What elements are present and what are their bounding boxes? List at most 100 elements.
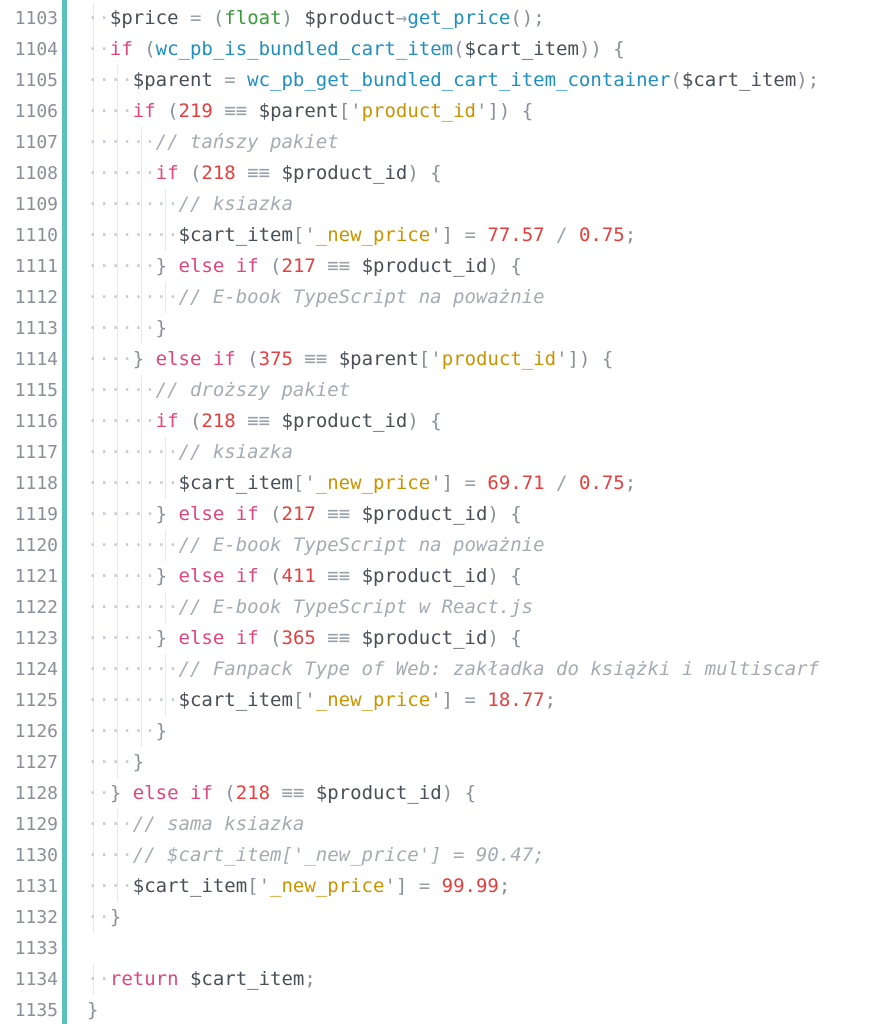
- whitespace-marker: ······: [87, 503, 156, 525]
- code-line[interactable]: 1122········// E-book TypeScript w React…: [0, 592, 889, 623]
- token-fn: wc_pb_is_bundled_cart_item: [155, 38, 454, 60]
- indent-guide: [93, 158, 94, 189]
- indent-guide: [93, 65, 94, 96]
- line-number: 1135: [14, 1000, 58, 1021]
- token-num: 217: [281, 503, 316, 525]
- token-op: ≡≡: [315, 255, 362, 277]
- code-line[interactable]: 1127····}: [0, 747, 889, 778]
- code-text: ········// E-book TypeScript na poważnie: [87, 530, 545, 561]
- code-line[interactable]: 1117········// ksiazka: [0, 437, 889, 468]
- code-line[interactable]: 1107······// tańszy pakiet: [0, 127, 889, 158]
- indent-guide: [141, 220, 142, 251]
- code-line[interactable]: 1112········// E-book TypeScript na powa…: [0, 282, 889, 313]
- code-line[interactable]: 1110········$cart_item['_new_price'] = 7…: [0, 220, 889, 251]
- code-line[interactable]: 1134··return $cart_item;: [0, 964, 889, 995]
- code-text: ····if (219 ≡≡ $parent['product_id']) {: [87, 96, 533, 127]
- code-line[interactable]: 1132··}: [0, 902, 889, 933]
- token-cmt: // E-book TypeScript na poważnie: [178, 286, 545, 308]
- token-pun: );: [796, 69, 820, 91]
- token-str: product_id: [441, 348, 557, 370]
- code-text: ········$cart_item['_new_price'] = 18.77…: [87, 685, 556, 716]
- code-line[interactable]: 1113······}: [0, 313, 889, 344]
- whitespace-marker: ····: [87, 875, 133, 897]
- code-line[interactable]: 1109········// ksiazka: [0, 189, 889, 220]
- code-line[interactable]: 1131····$cart_item['_new_price'] = 99.99…: [0, 871, 889, 902]
- token-var: $product_id: [361, 255, 488, 277]
- indent-guide: [93, 406, 94, 437]
- whitespace-marker: ········: [87, 224, 179, 246]
- code-line[interactable]: 1128··} else if (218 ≡≡ $product_id) {: [0, 778, 889, 809]
- line-number: 1116: [14, 411, 58, 432]
- indent-guide: [141, 437, 142, 468]
- code-line[interactable]: 1116······if (218 ≡≡ $product_id) {: [0, 406, 889, 437]
- code-line[interactable]: 1120········// E-book TypeScript na powa…: [0, 530, 889, 561]
- code-line[interactable]: 1125········$cart_item['_new_price'] = 1…: [0, 685, 889, 716]
- code-line[interactable]: 1135}: [0, 995, 889, 1024]
- token-pun: ']: [430, 689, 454, 711]
- code-text: ······// tańszy pakiet: [87, 127, 339, 158]
- indent-guide: [165, 685, 166, 716]
- token-pun: }: [87, 999, 99, 1021]
- token-cmt: // ksiazka: [178, 193, 293, 215]
- token-cmt: // Fanpack Type of Web: zakładka do ksią…: [178, 658, 820, 680]
- code-line[interactable]: 1114····} else if (375 ≡≡ $parent['produ…: [0, 344, 889, 375]
- line-number: 1119: [14, 504, 58, 525]
- token-var: $parent: [338, 348, 419, 370]
- token-pun: (: [212, 782, 236, 804]
- code-text: ········// Fanpack Type of Web: zakładka…: [87, 654, 819, 685]
- indent-guide: [93, 499, 94, 530]
- code-line[interactable]: 1124········// Fanpack Type of Web: zakł…: [0, 654, 889, 685]
- code-line[interactable]: 1111······} else if (217 ≡≡ $product_id)…: [0, 251, 889, 282]
- code-line[interactable]: 1126······}: [0, 716, 889, 747]
- token-pun: (: [155, 100, 179, 122]
- code-text: ····// $cart_item['_new_price'] = 90.47;: [87, 840, 545, 871]
- code-line[interactable]: 1123······} else if (365 ≡≡ $product_id)…: [0, 623, 889, 654]
- token-op: ≡≡: [292, 348, 339, 370]
- indent-guide: [93, 871, 94, 902]
- indent-guide: [117, 561, 118, 592]
- indent-guide: [141, 716, 142, 747]
- token-pun: (: [235, 348, 259, 370]
- token-kw: if: [132, 100, 156, 122]
- indent-guide: [165, 592, 166, 623]
- indent-guide: [141, 530, 142, 561]
- code-line[interactable]: 1106····if (219 ≡≡ $parent['product_id']…: [0, 96, 889, 127]
- code-line[interactable]: 1115······// droższy pakiet: [0, 375, 889, 406]
- line-number: 1112: [14, 287, 58, 308]
- code-text: ········$cart_item['_new_price'] = 69.71…: [87, 468, 636, 499]
- indent-guide: [93, 3, 94, 34]
- indent-guide: [93, 716, 94, 747]
- token-kw: else if: [178, 503, 259, 525]
- indent-guide: [93, 96, 94, 127]
- code-line[interactable]: 1108······if (218 ≡≡ $product_id) {: [0, 158, 889, 189]
- code-line[interactable]: 1105····$parent = wc_pb_get_bundled_cart…: [0, 65, 889, 96]
- code-line[interactable]: 1133: [0, 933, 889, 964]
- indent-guide: [93, 251, 94, 282]
- indent-guide: [93, 220, 94, 251]
- indent-guide: [117, 189, 118, 220]
- indent-guide: [93, 747, 94, 778]
- code-line[interactable]: 1130····// $cart_item['_new_price'] = 90…: [0, 840, 889, 871]
- code-line[interactable]: 1103··$price = (float) $product→get_pric…: [0, 3, 889, 34]
- code-line[interactable]: 1119······} else if (217 ≡≡ $product_id)…: [0, 499, 889, 530]
- indent-guide: [117, 809, 118, 840]
- code-line[interactable]: 1118········$cart_item['_new_price'] = 6…: [0, 468, 889, 499]
- token-kw: if: [109, 38, 133, 60]
- indent-guide: [117, 158, 118, 189]
- token-pun: ) {: [407, 410, 442, 432]
- code-line[interactable]: 1129····// sama ksiazka: [0, 809, 889, 840]
- code-text: ····$cart_item['_new_price'] = 99.99;: [87, 871, 510, 902]
- code-line[interactable]: 1104··if (wc_pb_is_bundled_cart_item($ca…: [0, 34, 889, 65]
- indent-guide: [117, 375, 118, 406]
- indent-guide: [117, 344, 118, 375]
- code-line[interactable]: 1121······} else if (411 ≡≡ $product_id)…: [0, 561, 889, 592]
- token-num: 365: [281, 627, 316, 649]
- code-text: ········$cart_item['_new_price'] = 77.57…: [87, 220, 636, 251]
- token-cmt: // tańszy pakiet: [155, 131, 339, 153]
- token-pun: }: [155, 720, 168, 742]
- code-text: ··}: [87, 902, 121, 933]
- token-num: 218: [201, 410, 236, 432]
- token-pun: }: [155, 317, 168, 339]
- indent-guide: [93, 902, 94, 933]
